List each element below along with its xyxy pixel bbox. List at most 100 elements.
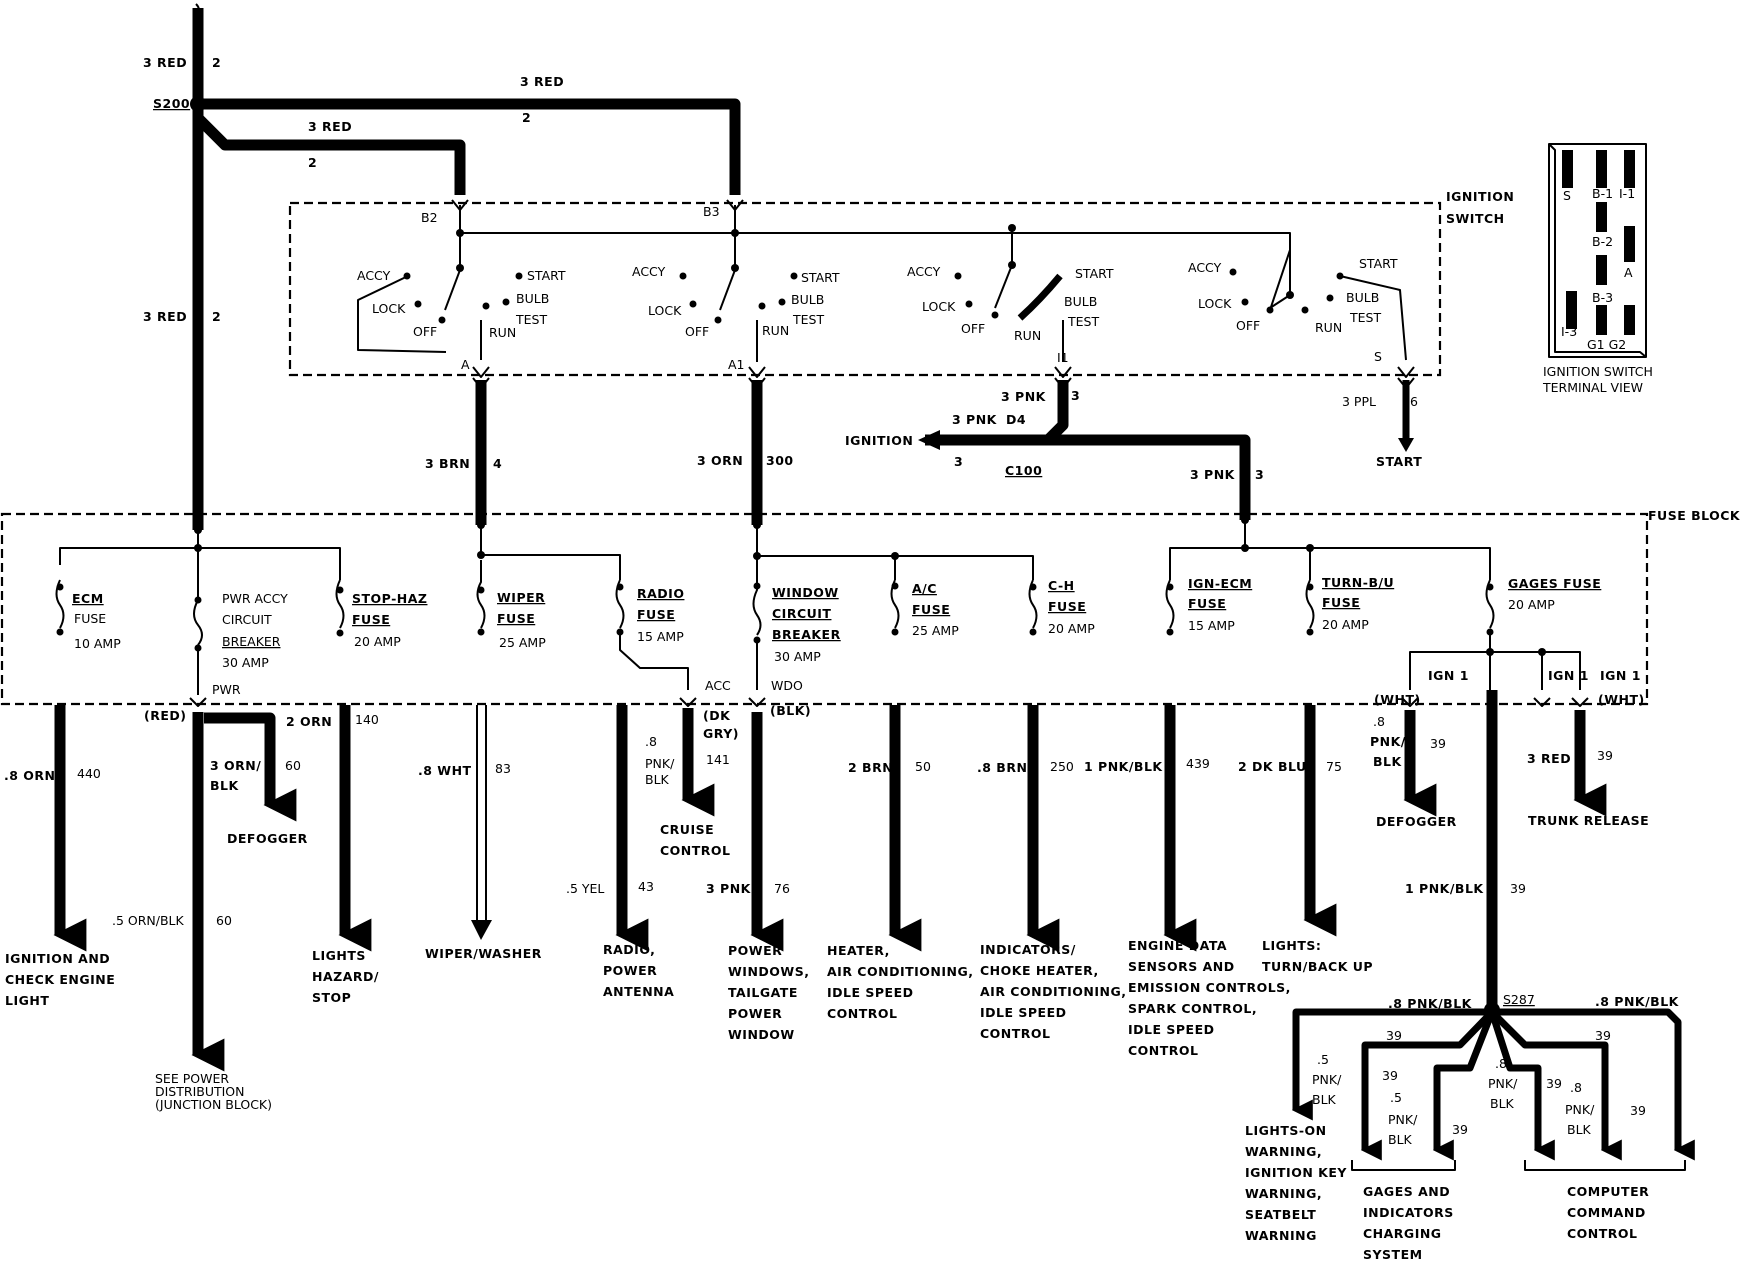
branch-gages-2 <box>1432 1010 1496 1161</box>
connector-d4: D4 <box>1006 412 1026 427</box>
load-lights-2: HAZARD/ <box>312 969 379 984</box>
sw1-off: OFF <box>413 324 437 339</box>
sw1-run: RUN <box>489 325 516 340</box>
load-lo-5: SEATBELT <box>1245 1207 1316 1222</box>
c39a-g2: PNK/ <box>1370 734 1406 749</box>
c440-gauge: .8 ORN <box>4 768 56 783</box>
feed-mid-circuit: 2 <box>212 309 221 324</box>
b4-num-top: 39 <box>1595 1028 1611 1043</box>
ignition-switch <box>288 199 1442 378</box>
terminal-view <box>1548 143 1647 358</box>
ch-fuse-sub: FUSE <box>1048 599 1086 614</box>
b3-g3: BLK <box>1490 1096 1515 1111</box>
tv-label-s: S <box>1563 188 1571 203</box>
trunk-release-label: TRUNK RELEASE <box>1528 813 1649 828</box>
radio-fuse-rating: 15 AMP <box>637 629 684 644</box>
load-ind-5: CONTROL <box>980 1026 1051 1041</box>
tv-label-a: A <box>1624 265 1633 280</box>
fuse-stop-haz <box>335 579 345 637</box>
sw3-test: TEST <box>1067 314 1099 329</box>
c141-num: 141 <box>706 752 730 767</box>
load-pw-3: TAILGATE <box>728 985 798 1000</box>
load-cruise-2: CONTROL <box>660 843 731 858</box>
c39d-gauge: .8 PNK/BLK <box>1388 996 1473 1011</box>
load-gi-2: INDICATORS <box>1363 1205 1454 1220</box>
fuse-ecm <box>55 579 65 636</box>
tv-label-i1: I-1 <box>1619 186 1635 201</box>
turn-fuse-name: TURN-B/U <box>1322 575 1394 590</box>
load-pw-4: POWER <box>728 1006 782 1021</box>
branch-lights-on <box>1291 1008 1492 1121</box>
sw1-start: START <box>527 268 566 283</box>
load-turn-2: TURN/BACK UP <box>1262 959 1373 974</box>
turn-fuse-rating: 20 AMP <box>1322 617 1369 632</box>
sw2-off: OFF <box>685 324 709 339</box>
ignition-switch-box <box>288 201 1442 377</box>
c140-num: 140 <box>355 712 379 727</box>
load-lo-3: IGNITION KEY <box>1245 1165 1347 1180</box>
pwr-breaker-rating: 30 AMP <box>222 655 269 670</box>
load-see-2: DISTRIBUTION <box>155 1084 245 1099</box>
breaker-pwr-accy <box>193 596 203 695</box>
pwr-breaker-2: CIRCUIT <box>222 612 272 627</box>
sw3-run: RUN <box>1014 328 1041 343</box>
c60a-gauge-2: BLK <box>210 778 239 793</box>
sw2-start: START <box>801 270 840 285</box>
load-heat-3: IDLE SPEED <box>827 985 914 1000</box>
b1-g1: .5 <box>1317 1052 1329 1067</box>
wire-b3-gauge: 3 RED <box>520 74 564 89</box>
c141-g3: BLK <box>645 772 670 787</box>
wiper-fuse-name: WIPER <box>497 590 545 605</box>
fuse-block-box <box>0 512 1649 706</box>
c83-num: 83 <box>495 761 511 776</box>
b4-g1: .8 <box>1570 1080 1582 1095</box>
c39e-gauge: .8 PNK/BLK <box>1595 994 1680 1009</box>
pnk-drop-circuit: 3 <box>1255 467 1264 482</box>
radio-fuse-name: RADIO <box>637 586 684 601</box>
sw1-bulb: BULB <box>516 291 549 306</box>
ignecm-fuse-sub: FUSE <box>1188 596 1226 611</box>
sw3-start: START <box>1075 266 1114 281</box>
b1-num: 39 <box>1382 1068 1398 1083</box>
radio-fuse-sub: FUSE <box>637 607 675 622</box>
fuse-block-title: FUSE BLOCK <box>1648 508 1741 523</box>
fuse-block <box>0 512 1649 707</box>
sw2-bulb: BULB <box>791 292 824 307</box>
ign1-terminal-c: IGN 1 <box>1600 668 1641 683</box>
load-pw-5: WINDOW <box>728 1027 795 1042</box>
window-breaker-rating: 30 AMP <box>774 649 821 664</box>
fuse-ch <box>1028 579 1038 636</box>
c60a-num: 60 <box>285 758 301 773</box>
wdo-terminal: WDO <box>771 678 803 693</box>
stop-fuse-name: STOP-HAZ <box>352 591 427 606</box>
ign1-terminal-b: IGN 1 <box>1548 668 1589 683</box>
b3-num: 39 <box>1546 1076 1562 1091</box>
sw4-bulb: BULB <box>1346 290 1379 305</box>
dkgry-1: (DK <box>703 708 731 723</box>
ch-fuse-name: C-H <box>1048 578 1075 593</box>
splice-s200-dot <box>190 96 206 112</box>
c39b-gauge: 3 RED <box>1527 751 1571 766</box>
pnk-top-gauge: 3 PNK <box>1001 389 1047 404</box>
orn-circuit: 300 <box>766 453 794 468</box>
tv-label-b3: B-3 <box>1592 290 1613 305</box>
load-see-1: SEE POWER <box>155 1071 229 1086</box>
gages-fuse-name: GAGES FUSE <box>1508 576 1601 591</box>
b4-num: 39 <box>1630 1103 1646 1118</box>
sw1-accy: ACCY <box>357 268 391 283</box>
b2-num-top: 39 <box>1386 1028 1402 1043</box>
load-ign-1: IGNITION AND <box>5 951 110 966</box>
load-pw-2: WINDOWS, <box>728 964 809 979</box>
red-label: (RED) <box>144 708 186 723</box>
c50-num: 50 <box>915 759 931 774</box>
ignition-output-label: IGNITION <box>845 433 913 448</box>
wiper-fuse-rating: 25 AMP <box>499 635 546 650</box>
c39b-num: 39 <box>1597 748 1613 763</box>
c60b-gauge: .5 ORN/BLK <box>112 913 185 928</box>
fuse-gages <box>1409 579 1581 690</box>
b3-g1: .8 <box>1495 1056 1507 1071</box>
bracket-gages <box>1351 1160 1456 1171</box>
terminal-i1: I1 <box>1057 350 1069 365</box>
stop-fuse-sub: FUSE <box>352 612 390 627</box>
wire-b2-gauge: 3 RED <box>308 119 352 134</box>
